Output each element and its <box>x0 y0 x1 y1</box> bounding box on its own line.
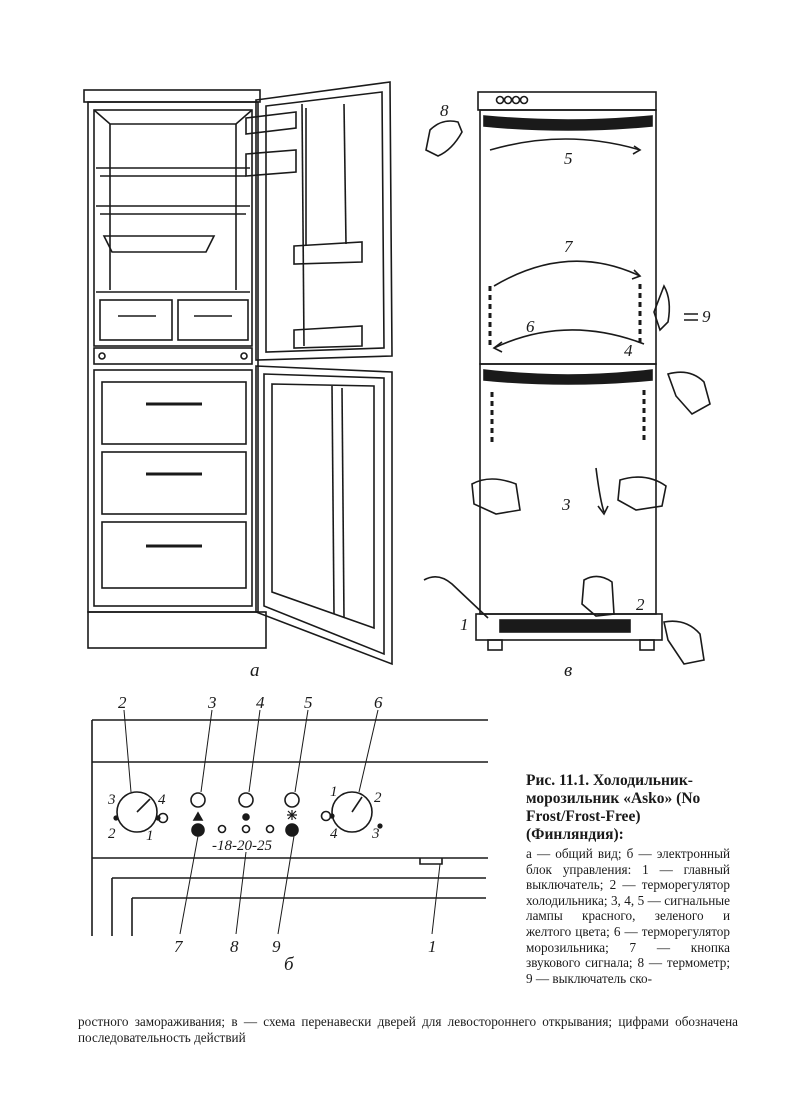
right-dial-mark-4: 4 <box>330 826 338 842</box>
callout-8: 8 <box>230 937 239 956</box>
panel-v-door-reversal <box>423 91 711 665</box>
step-9-label: 9 <box>702 307 711 326</box>
left-dial-mark-4: 4 <box>158 792 166 808</box>
sub-label-a: а <box>250 660 260 681</box>
caption-title: Рис. 11.1. Холодильник-морозильник «Asko… <box>526 772 701 843</box>
step-5-label: 5 <box>564 149 573 168</box>
figure-caption: Рис. 11.1. Холодильник-морозильник «Asko… <box>526 772 730 986</box>
panel-v-step-numbers: 8 5 7 6 4 9 3 1 2 <box>440 101 711 634</box>
step-3-label: 3 <box>561 495 571 514</box>
sub-label-b: б <box>284 954 295 975</box>
caption-continuation: ростного замораживания; в — схема перена… <box>78 1014 738 1045</box>
panel-a-fridge-open <box>83 81 393 666</box>
callout-3: 3 <box>207 693 217 712</box>
callout-9: 9 <box>272 937 281 956</box>
step-8-label: 8 <box>440 101 449 120</box>
panel-b-control-unit <box>91 709 488 936</box>
step-2-label: 2 <box>636 595 645 614</box>
callout-6: 6 <box>374 693 383 712</box>
thermometer-scale: -18-20-25 <box>212 838 272 854</box>
callout-4: 4 <box>256 693 265 712</box>
callout-1: 1 <box>428 937 437 956</box>
step-6-label: 6 <box>526 317 535 336</box>
left-dial-mark-2: 2 <box>108 826 116 842</box>
panel-b-labels: 2 3 4 5 6 7 8 9 1 3 4 2 1 1 2 4 3 -18-20… <box>107 693 437 956</box>
left-dial-mark-1: 1 <box>146 828 154 844</box>
right-dial-mark-2: 2 <box>374 790 382 806</box>
step-1-label: 1 <box>460 615 469 634</box>
step-4-label: 4 <box>624 341 633 360</box>
left-dial-mark-3: 3 <box>107 792 116 808</box>
sub-label-v: в <box>564 660 572 681</box>
callout-5: 5 <box>304 693 313 712</box>
callout-7: 7 <box>174 937 184 956</box>
right-dial-mark-3: 3 <box>371 826 380 842</box>
right-dial-mark-1: 1 <box>330 784 338 800</box>
step-7-label: 7 <box>564 237 574 256</box>
callout-2: 2 <box>118 693 127 712</box>
caption-body: а — общий вид; б — электронный блок упра… <box>526 846 730 986</box>
